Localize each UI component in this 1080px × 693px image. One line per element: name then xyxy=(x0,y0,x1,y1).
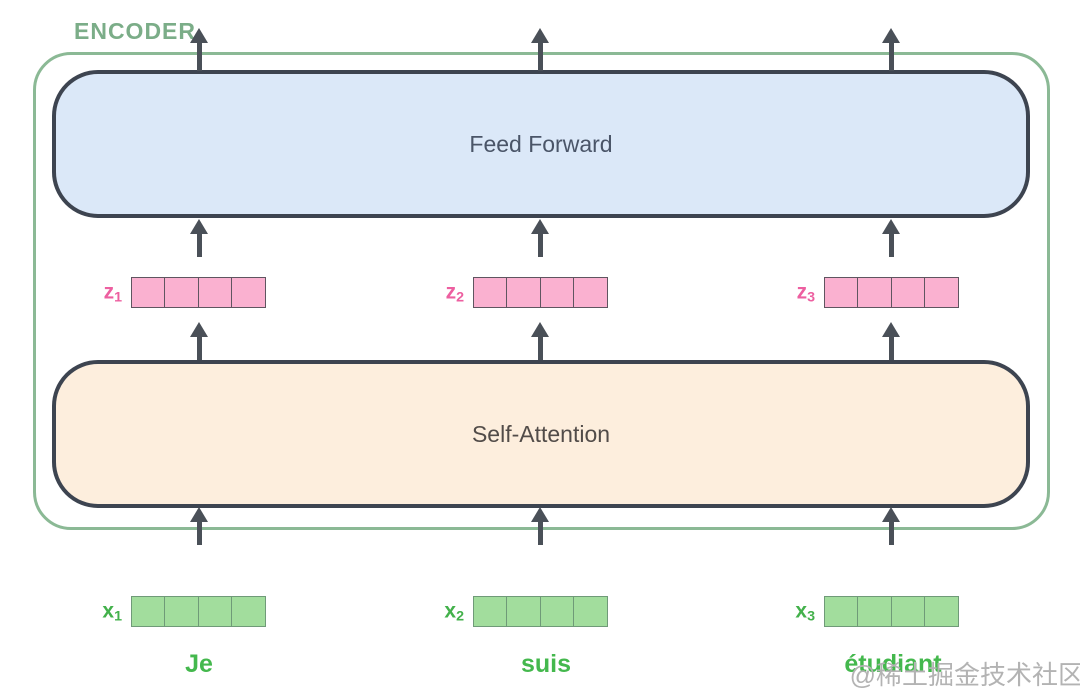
vector-cell xyxy=(197,596,233,627)
z2-vector: z2 xyxy=(446,277,608,308)
vector-cell xyxy=(573,596,608,627)
self-attention-block: Self-Attention xyxy=(52,360,1030,508)
up-arrow-icon xyxy=(531,219,549,257)
up-arrow-icon xyxy=(882,507,900,545)
vector-cell xyxy=(130,596,166,627)
x1-label: x1 xyxy=(102,598,122,624)
input-token: Je xyxy=(185,650,213,678)
vector-cell xyxy=(130,277,166,308)
vector-cell xyxy=(924,277,959,308)
x2-label: x2 xyxy=(444,598,464,624)
up-arrow-icon xyxy=(190,322,208,360)
vector-cell xyxy=(573,277,608,308)
up-arrow-icon xyxy=(531,507,549,545)
z3-label: z3 xyxy=(796,279,815,305)
x3-label: x3 xyxy=(795,598,815,624)
vector-cell xyxy=(823,277,859,308)
input-token: étudiant xyxy=(844,650,942,678)
up-arrow-icon xyxy=(531,28,549,71)
z1-label: z1 xyxy=(103,279,122,305)
vector-cell xyxy=(857,277,892,308)
z1-vector: z1 xyxy=(104,277,266,308)
vector-cell xyxy=(164,596,199,627)
vector-cell xyxy=(506,596,541,627)
vector-cell xyxy=(506,277,541,308)
vector-cell xyxy=(857,596,892,627)
vector-cell xyxy=(231,277,266,308)
input-token: suis xyxy=(520,650,572,678)
vector-cell xyxy=(164,277,199,308)
z3-vector: z3 xyxy=(797,277,959,308)
vector-cell xyxy=(823,596,859,627)
z2-label: z2 xyxy=(445,279,464,305)
vector-cell xyxy=(231,596,266,627)
encoder-label: ENCODER xyxy=(74,18,197,44)
self-attention-label: Self-Attention xyxy=(471,420,611,447)
up-arrow-icon xyxy=(882,219,900,257)
up-arrow-icon xyxy=(882,28,900,71)
vector-cell xyxy=(539,596,575,627)
up-arrow-icon xyxy=(190,28,208,71)
up-arrow-icon xyxy=(190,507,208,545)
vector-cell xyxy=(472,277,508,308)
vector-cell xyxy=(539,277,575,308)
up-arrow-icon xyxy=(190,219,208,257)
x3-vector: x3 xyxy=(795,596,959,627)
x2-vector: x2 xyxy=(444,596,608,627)
feed-forward-label: Feed Forward xyxy=(469,130,613,157)
feed-forward-block: Feed Forward xyxy=(52,70,1030,218)
vector-cell xyxy=(890,596,926,627)
up-arrow-icon xyxy=(531,322,549,360)
x1-vector: x1 xyxy=(102,596,266,627)
vector-cell xyxy=(472,596,508,627)
vector-cell xyxy=(890,277,926,308)
watermark: @稀土掘金技术社区 xyxy=(849,660,1080,690)
vector-cell xyxy=(197,277,233,308)
up-arrow-icon xyxy=(882,322,900,360)
vector-cell xyxy=(924,596,959,627)
